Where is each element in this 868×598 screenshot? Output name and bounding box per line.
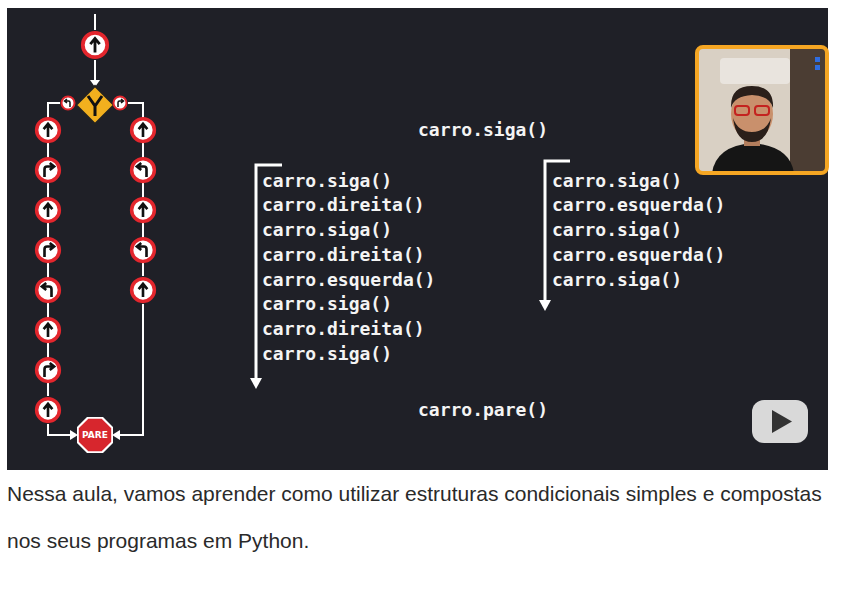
code-line: carro.siga() <box>418 119 548 141</box>
traffic-sign <box>132 239 155 262</box>
sign-text: PARE <box>82 430 108 440</box>
flow-line <box>94 14 96 30</box>
flow-line <box>118 304 143 435</box>
code-line: carro.esquerda() <box>552 244 725 266</box>
code-line: carro.esquerda() <box>552 194 725 216</box>
traffic-sign <box>83 33 107 57</box>
shirt <box>712 143 794 173</box>
arrowhead <box>112 430 120 440</box>
traffic-sign <box>132 119 155 142</box>
code-line: carro.siga() <box>552 269 682 291</box>
glasses <box>735 106 749 115</box>
logo-plate <box>720 58 790 84</box>
traffic-sign <box>132 159 155 182</box>
glasses <box>755 106 769 115</box>
webcam-picture <box>697 47 827 173</box>
arrowhead <box>539 300 551 311</box>
code-line: carro.siga() <box>552 219 682 241</box>
traffic-sign <box>37 239 60 262</box>
caption: Nessa aula, vamos aprender como utilizar… <box>7 470 847 564</box>
traffic-sign <box>37 119 60 142</box>
traffic-sign <box>37 319 60 342</box>
code-line: carro.direita() <box>262 194 425 216</box>
code-line: carro.siga() <box>262 293 392 315</box>
flow-arrowheads <box>70 80 120 440</box>
traffic-sign <box>132 279 155 302</box>
code-brackets <box>256 161 570 380</box>
traffic-sign <box>62 97 75 110</box>
code-line: carro.direita() <box>262 318 425 340</box>
traffic-sign <box>114 97 127 110</box>
decoration <box>815 65 820 70</box>
traffic-sign <box>37 359 60 382</box>
octagon-outline <box>78 418 113 453</box>
code-line: carro.direita() <box>262 244 425 266</box>
code-line: carro.pare() <box>418 399 548 421</box>
video-background <box>7 8 828 470</box>
wall <box>697 47 827 173</box>
beard <box>733 118 771 142</box>
flow-line <box>94 60 96 82</box>
traffic-sign <box>37 159 60 182</box>
flow-line <box>48 424 72 435</box>
traffic-sign <box>37 199 60 222</box>
code-line: carro.siga() <box>552 170 682 192</box>
shelf <box>790 47 827 173</box>
code-line: carro.siga() <box>262 343 392 365</box>
flow-lines <box>48 14 143 435</box>
decision-diamond <box>76 86 114 124</box>
hair <box>731 86 773 108</box>
code-line: carro.siga() <box>262 170 392 192</box>
arrowhead <box>250 378 262 389</box>
play-button <box>752 400 808 443</box>
code-line: carro.esquerda() <box>262 269 435 291</box>
play-icon <box>772 410 792 433</box>
traffic-sign <box>37 279 60 302</box>
stop-sign: PARE <box>77 417 113 453</box>
decoration <box>815 57 820 62</box>
traffic-sign <box>37 399 60 422</box>
webcam-frame <box>697 47 827 173</box>
code-line: carro.siga() <box>262 219 392 241</box>
fork-symbol <box>88 96 102 116</box>
traffic-sign <box>132 199 155 222</box>
